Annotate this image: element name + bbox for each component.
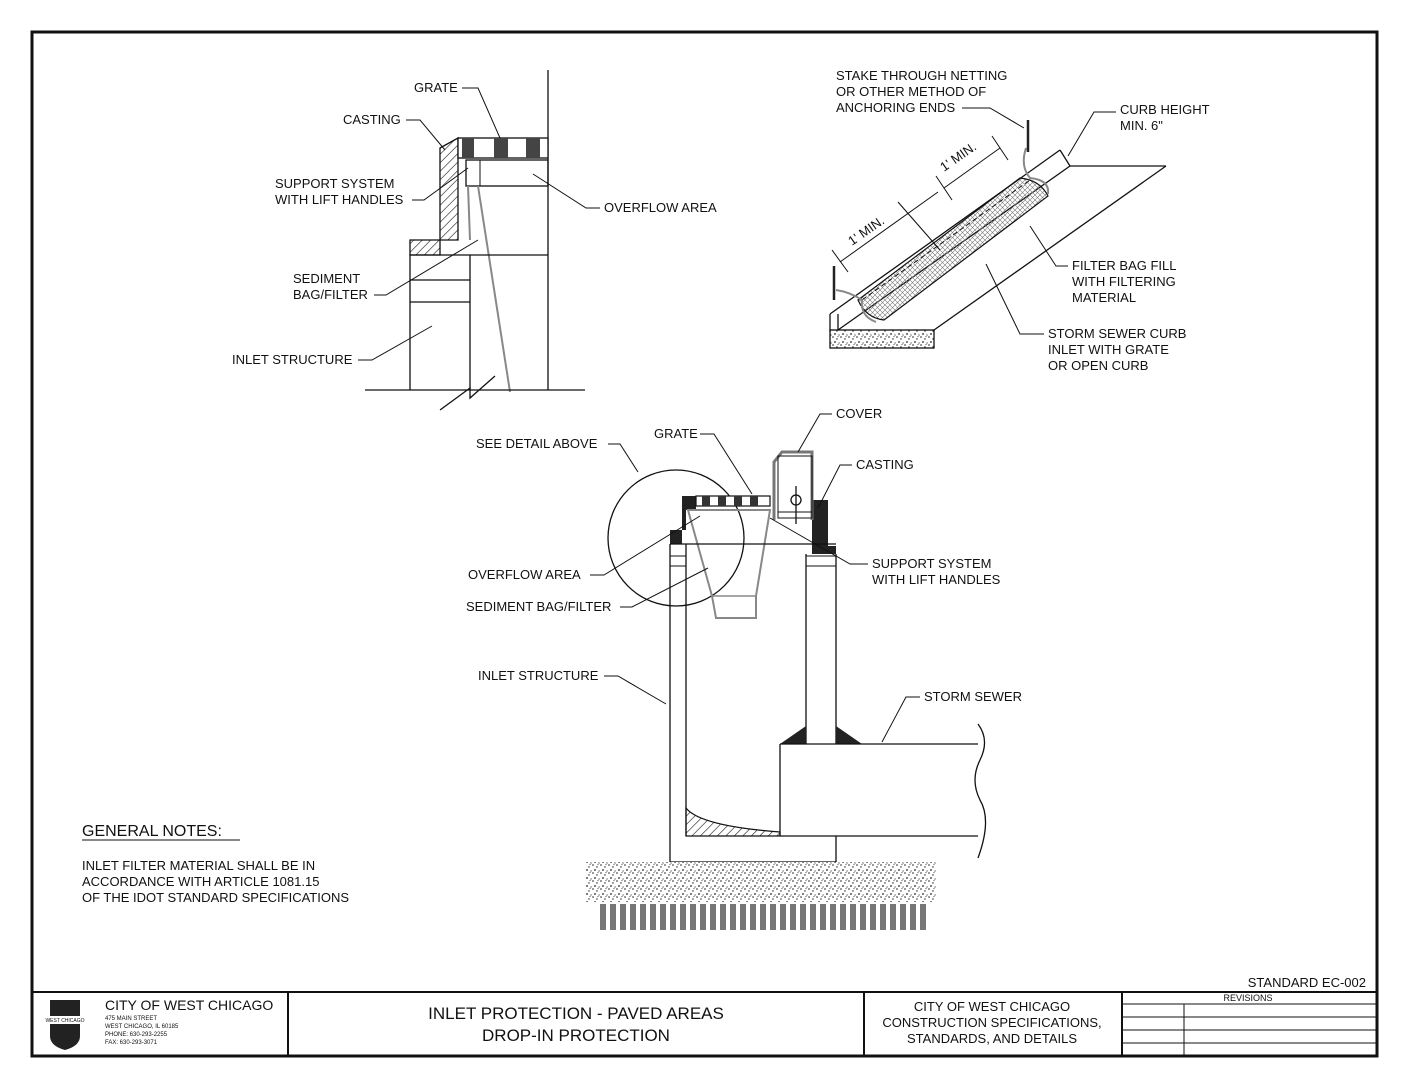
label-storm-inlet-2: INLET WITH GRATE [1048, 342, 1169, 357]
label-stake-3: ANCHORING ENDS [836, 100, 956, 115]
label-inlet-top: INLET STRUCTURE [232, 352, 353, 367]
label-support-top-2: WITH LIFT HANDLES [275, 192, 404, 207]
labels-main: COVER SEE DETAIL ABOVE GRATE CASTING SUP… [466, 406, 1022, 743]
seal-text: WEST CHICAGO [45, 1018, 84, 1024]
label-inlet-main: INLET STRUCTURE [478, 668, 599, 683]
notes-heading: GENERAL NOTES: [82, 823, 222, 840]
label-stake-2: OR OTHER METHOD OF [836, 84, 986, 99]
sheet-title-1: INLET PROTECTION - PAVED AREAS [428, 1004, 724, 1023]
label-casting-top: CASTING [343, 112, 401, 127]
phone: PHONE: 630-293-2255 [105, 1032, 168, 1038]
detail-top-left [365, 70, 585, 411]
sheet-title-2: DROP-IN PROTECTION [482, 1026, 670, 1045]
general-notes: GENERAL NOTES: INLET FILTER MATERIAL SHA… [82, 823, 349, 905]
labels-top-right: STAKE THROUGH NETTING OR OTHER METHOD OF… [836, 68, 1210, 373]
label-storm-inlet-3: OR OPEN CURB [1048, 358, 1148, 373]
org-name: CITY OF WEST CHICAGO [105, 997, 273, 1013]
label-sediment-main: SEDIMENT BAG/FILTER [466, 599, 611, 614]
label-grate-top: GRATE [414, 80, 458, 95]
label-fill-1: FILTER BAG FILL [1072, 258, 1177, 273]
sheet-border [30, 30, 1379, 1058]
label-cover: COVER [836, 406, 882, 421]
revisions-label: REVISIONS [1223, 993, 1272, 1003]
label-support-top-1: SUPPORT SYSTEM [275, 176, 394, 191]
detail-main-section [586, 450, 987, 930]
label-stake-1: STAKE THROUGH NETTING [836, 68, 1007, 83]
address-line-2: WEST CHICAGO, IL 60185 [105, 1024, 179, 1030]
label-curb-1: CURB HEIGHT [1120, 102, 1210, 117]
label-see-detail: SEE DETAIL ABOVE [476, 436, 598, 451]
label-grate-main: GRATE [654, 426, 698, 441]
label-casting-main: CASTING [856, 457, 914, 472]
label-fill-2: WITH FILTERING [1072, 274, 1176, 289]
label-curb-2: MIN. 6" [1120, 118, 1163, 133]
label-sediment-top-2: BAG/FILTER [293, 287, 368, 302]
label-storm-sewer: STORM SEWER [924, 689, 1022, 704]
spec-line-2: CONSTRUCTION SPECIFICATIONS, [882, 1015, 1101, 1030]
spec-line-3: STANDARDS, AND DETAILS [907, 1031, 1077, 1046]
label-support-main-2: WITH LIFT HANDLES [872, 572, 1001, 587]
label-storm-inlet-1: STORM SEWER CURB [1048, 326, 1186, 341]
label-fill-3: MATERIAL [1072, 290, 1136, 305]
label-support-main-1: SUPPORT SYSTEM [872, 556, 991, 571]
label-overflow-main: OVERFLOW AREA [468, 567, 581, 582]
spec-line-1: CITY OF WEST CHICAGO [914, 999, 1070, 1014]
title-block: REVISIONS WEST CHICAGO CITY OF WEST CHIC… [32, 991, 1377, 1056]
notes-line-2: ACCORDANCE WITH ARTICLE 1081.15 [82, 874, 319, 889]
label-sediment-top-1: SEDIMENT [293, 271, 360, 286]
notes-line-3: OF THE IDOT STANDARD SPECIFICATIONS [82, 890, 349, 905]
detail-top-right [829, 120, 1167, 349]
standard-number: STANDARD EC-002 [1248, 975, 1366, 990]
city-seal: WEST CHICAGO [45, 1000, 85, 1050]
labels-top-left: GRATE CASTING SUPPORT SYSTEM WITH LIFT H… [232, 80, 717, 367]
notes-line-1: INLET FILTER MATERIAL SHALL BE IN [82, 858, 315, 873]
fax: FAX: 630-293-3071 [105, 1040, 158, 1046]
address-line-1: 475 MAIN STREET [105, 1016, 157, 1022]
label-min-2: 1' MIN. [937, 139, 979, 175]
label-overflow-top: OVERFLOW AREA [604, 200, 717, 215]
